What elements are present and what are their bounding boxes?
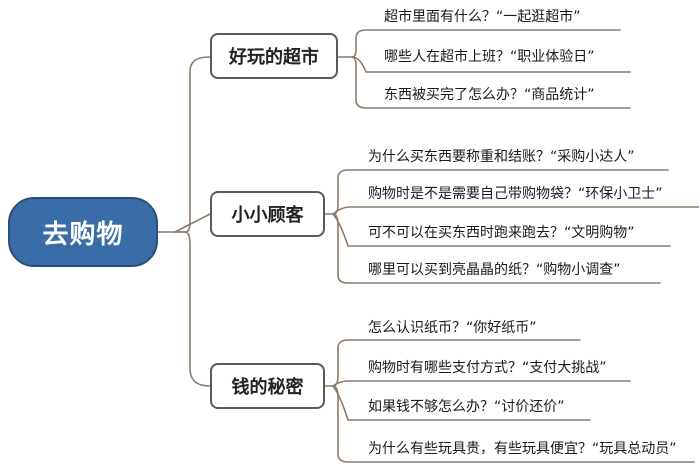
branch-node-supermarket: 好玩的超市 bbox=[210, 33, 338, 79]
connector-branch-3-leaf-2 bbox=[332, 380, 631, 387]
connector-branch-2-leaf-2 bbox=[332, 206, 699, 215]
root-node: 去购物 bbox=[8, 197, 158, 267]
connector-branch-3-leaf-3 bbox=[332, 385, 591, 421]
leaf-text: 如果钱不够怎么办？“讨价还价” bbox=[368, 399, 565, 415]
leaf-text: 哪些人在超市上班？“职业体验日” bbox=[384, 49, 595, 65]
branch-label: 钱的秘密 bbox=[231, 377, 304, 398]
leaf-text: 为什么买东西要称重和结账？“采购小达人” bbox=[368, 149, 635, 165]
root-label: 去购物 bbox=[42, 219, 124, 250]
connector-root-branch-2 bbox=[174, 213, 211, 233]
leaf-text: 怎么认识纸币？“你好纸币” bbox=[368, 320, 537, 336]
leaf-text: 购物时有哪些支付方式？“支付大挑战” bbox=[368, 360, 607, 376]
connector-branch-2-leaf-1 bbox=[332, 169, 669, 215]
connector-branch-2-leaf-4 bbox=[332, 213, 661, 284]
branch-label: 小小顾客 bbox=[231, 205, 304, 226]
connector-root-branch-1 bbox=[174, 56, 211, 233]
leaf-text: 为什么有些玩具贵，有些玩具便宜？“玩具总动员” bbox=[368, 441, 677, 457]
leaf-text: 哪里可以买到亮晶晶的纸？“购物小调查” bbox=[368, 262, 621, 278]
leaf-text: 可不可以在买东西时跑来跑去？“文明购物” bbox=[368, 225, 635, 241]
connector-branch-2-leaf-3 bbox=[332, 213, 671, 247]
leaf-text: 购物时是不是需要自己带购物袋？“环保小卫士” bbox=[368, 186, 663, 202]
branch-label: 好玩的超市 bbox=[229, 47, 319, 68]
connector-branch-1-leaf-3 bbox=[351, 56, 631, 109]
branch-node-money: 钱的秘密 bbox=[210, 363, 325, 409]
connector-branch-1-leaf-1 bbox=[351, 29, 621, 58]
connector-branch-3-leaf-4 bbox=[332, 385, 695, 463]
connector-root-branch-3 bbox=[174, 231, 211, 387]
branch-node-customer: 小小顾客 bbox=[210, 191, 325, 237]
leaf-text: 超市里面有什么？“一起逛超市” bbox=[384, 9, 581, 25]
leaf-text: 东西被买完了怎么办？“商品统计” bbox=[384, 87, 595, 103]
